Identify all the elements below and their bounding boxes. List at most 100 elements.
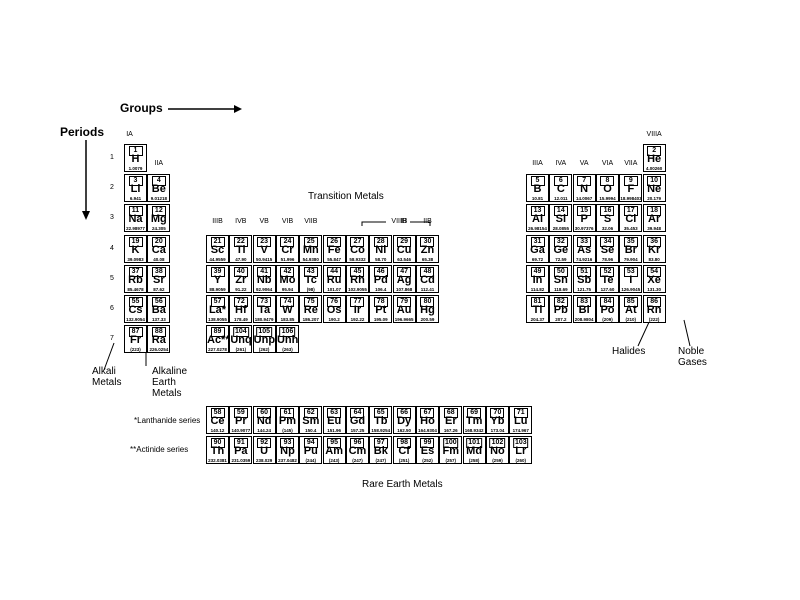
atomic-mass: (145) bbox=[282, 428, 293, 433]
atomic-number: 84 bbox=[600, 297, 615, 307]
element-symbol: Ir bbox=[353, 304, 362, 316]
element-symbol: Dy bbox=[397, 415, 412, 427]
element-symbol: Unq bbox=[230, 334, 252, 347]
element-symbol: Sc bbox=[210, 243, 225, 256]
element-symbol: U bbox=[260, 445, 269, 457]
element-symbol: Pa bbox=[234, 445, 248, 457]
atomic-mass: 58.70 bbox=[375, 256, 387, 262]
atomic-number: 95 bbox=[327, 438, 342, 448]
alkali-metals-label: Alkali Metals bbox=[92, 366, 121, 388]
element-symbol: Sb bbox=[577, 273, 592, 286]
atomic-number: 73 bbox=[257, 297, 272, 307]
periods-arrowhead bbox=[82, 211, 90, 220]
atomic-number: 78 bbox=[373, 297, 388, 307]
groups-arrowhead bbox=[234, 105, 242, 113]
atomic-number: 88 bbox=[151, 327, 166, 338]
atomic-number: 23 bbox=[257, 236, 272, 247]
element-symbol: Lr bbox=[515, 445, 527, 457]
atomic-number: 105 bbox=[256, 327, 272, 338]
group-label: VB bbox=[259, 218, 269, 225]
element-symbol: O bbox=[603, 183, 612, 196]
element-symbol: No bbox=[490, 445, 505, 457]
period-label: 1 bbox=[110, 154, 114, 161]
atomic-number: 93 bbox=[280, 438, 295, 448]
atomic-mass: 95.94 bbox=[281, 286, 294, 292]
atomic-mass: (258) bbox=[468, 458, 480, 463]
atomic-mass: (261) bbox=[235, 347, 247, 353]
element-symbol: H bbox=[131, 153, 140, 165]
element-symbol: Mn bbox=[302, 243, 319, 256]
atomic-number: 28 bbox=[373, 236, 388, 247]
element-symbol: Xe bbox=[647, 273, 661, 286]
atomic-mass: 140.9077 bbox=[231, 428, 251, 433]
element-symbol: Am bbox=[325, 445, 343, 457]
element-symbol: Sn bbox=[553, 273, 568, 286]
element-symbol: C bbox=[556, 183, 565, 196]
group-label: IIIB bbox=[212, 218, 223, 225]
element-symbol: Te bbox=[601, 273, 614, 286]
element-symbol: Nd bbox=[256, 415, 272, 427]
atomic-number: 65 bbox=[373, 408, 388, 418]
atomic-mass: 22.98977 bbox=[126, 226, 145, 232]
element-symbol: Rb bbox=[128, 273, 143, 286]
atomic-number: 25 bbox=[303, 236, 318, 247]
element-symbol: Er bbox=[444, 415, 457, 427]
atomic-number: 4 bbox=[151, 176, 166, 187]
element-symbol: Y bbox=[213, 273, 222, 286]
alkali-pointer bbox=[103, 342, 115, 371]
atomic-number: 67 bbox=[420, 408, 435, 418]
element-symbol: Se bbox=[600, 243, 615, 256]
element-symbol: Ho bbox=[420, 415, 435, 427]
atomic-number: 40 bbox=[233, 266, 248, 277]
atomic-mass: 12.011 bbox=[554, 196, 568, 202]
atomic-number: 14 bbox=[553, 206, 568, 217]
element-symbol: Kr bbox=[648, 243, 661, 256]
atomic-mass: 54.9380 bbox=[302, 256, 319, 262]
atomic-number: 80 bbox=[420, 297, 435, 307]
element-symbol: Tl bbox=[532, 304, 543, 316]
atomic-number: 102 bbox=[489, 438, 506, 448]
element-symbol: K bbox=[131, 243, 140, 256]
atomic-number: 35 bbox=[623, 236, 638, 247]
atomic-mass: 24.305 bbox=[151, 226, 166, 232]
periods-label: Periods bbox=[60, 125, 105, 139]
atomic-number: 89 bbox=[210, 327, 225, 338]
atomic-mass: 158.9254 bbox=[371, 428, 391, 433]
atomic-mass: 232.0381 bbox=[208, 458, 227, 463]
atomic-mass: 4.00260 bbox=[646, 166, 663, 171]
atomic-number: 36 bbox=[647, 236, 662, 247]
element-symbol: Cr bbox=[281, 243, 294, 256]
element-symbol: Unh bbox=[276, 334, 299, 347]
atomic-number: 87 bbox=[128, 327, 143, 338]
atomic-mass: 85.4678 bbox=[127, 286, 144, 292]
element-symbol: Al bbox=[532, 213, 543, 226]
element-symbol: Ga bbox=[530, 243, 545, 256]
element-symbol: Ru bbox=[326, 273, 342, 286]
element-symbol: Cu bbox=[396, 243, 412, 256]
group-label: IIB bbox=[423, 218, 432, 225]
element-symbol: Th bbox=[210, 445, 225, 457]
atomic-mass: 10.81 bbox=[531, 196, 544, 202]
atomic-number: 92 bbox=[257, 438, 272, 448]
group-label: IIIA bbox=[532, 160, 543, 167]
